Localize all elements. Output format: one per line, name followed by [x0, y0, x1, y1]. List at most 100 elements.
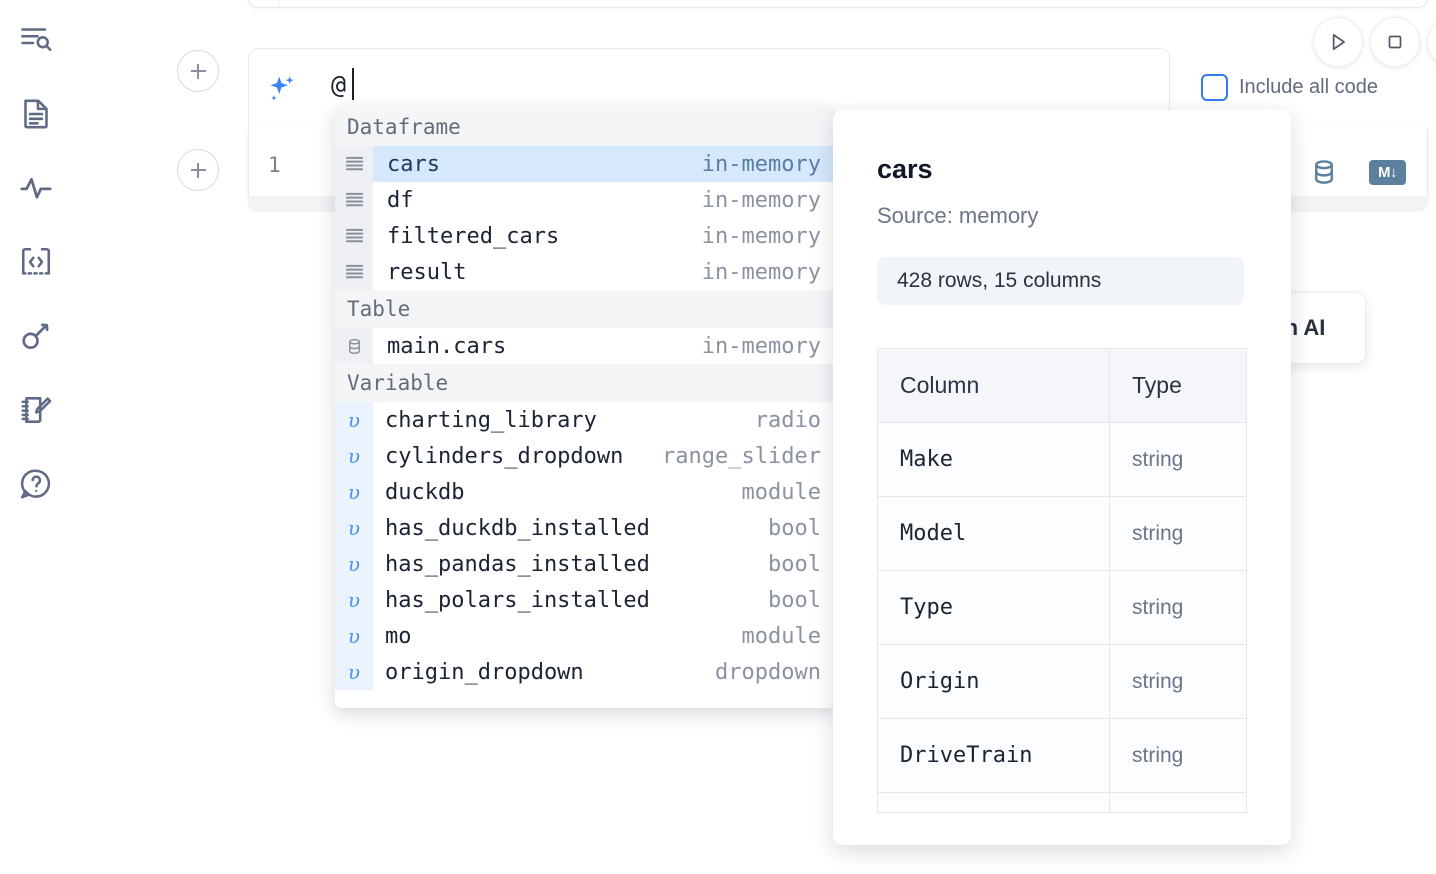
doc-column-type: string: [1109, 496, 1247, 571]
autocomplete-item-name: duckdb: [385, 479, 465, 505]
text-caret: [352, 68, 354, 100]
add-cell-button-bottom[interactable]: [177, 149, 219, 191]
autocomplete-item-name: origin_dropdown: [385, 659, 584, 685]
doc-schema-row-partial: [877, 792, 1247, 813]
autocomplete-item-name: cylinders_dropdown: [385, 443, 624, 469]
autocomplete-item-name: has_pandas_installed: [385, 551, 650, 577]
autocomplete-group-header: Dataframe: [335, 108, 835, 146]
ai-prompt-input[interactable]: @: [331, 70, 347, 99]
run-button[interactable]: [1313, 17, 1363, 67]
scratchpad-icon[interactable]: [14, 388, 58, 432]
autocomplete-item-name: df: [387, 187, 414, 213]
stop-button[interactable]: [1370, 17, 1420, 67]
include-all-code-checkbox[interactable]: [1201, 74, 1228, 101]
autocomplete-item-name: filtered_cars: [387, 223, 560, 249]
add-cell-button-top[interactable]: [177, 50, 219, 92]
variable-icon: υ: [335, 474, 373, 510]
help-icon[interactable]: [14, 462, 58, 506]
key-icon[interactable]: [14, 314, 58, 358]
doc-column-type: string: [1109, 570, 1247, 645]
autocomplete-item-type: in-memory: [701, 187, 821, 213]
previous-cell-edge: [248, 0, 1428, 8]
autocomplete-item[interactable]: main.cars in-memory: [335, 328, 835, 364]
autocomplete-group-header: Table: [335, 290, 835, 328]
dataframe-icon: [335, 218, 373, 254]
autocomplete-item-name: cars: [387, 151, 440, 177]
cell-seam: [278, 0, 279, 8]
activity-icon[interactable]: [14, 166, 58, 210]
variable-icon: υ: [335, 546, 373, 582]
doc-schema-header-cell: Column: [877, 348, 1110, 423]
explore-icon[interactable]: [14, 18, 58, 62]
file-icon[interactable]: [14, 92, 58, 136]
markdown-icon[interactable]: M↓: [1369, 159, 1406, 185]
doc-column-type: [1109, 792, 1247, 813]
doc-column-name: [877, 792, 1110, 813]
sparkles-icon: [265, 72, 299, 106]
database-icon[interactable]: [1309, 157, 1339, 187]
cell-toolbar: M↓: [1309, 157, 1406, 187]
doc-column-type: string: [1109, 422, 1247, 497]
autocomplete-item-type: in-memory: [701, 223, 821, 249]
autocomplete-item[interactable]: df in-memory: [335, 182, 835, 218]
autocomplete-item[interactable]: filtered_cars in-memory: [335, 218, 835, 254]
autocomplete-item[interactable]: cars in-memory: [335, 146, 835, 182]
doc-source: Source: memory: [877, 203, 1039, 228]
autocomplete-item-name: has_polars_installed: [385, 587, 650, 613]
doc-column-name: Origin: [877, 644, 1110, 719]
variable-icon: υ: [335, 438, 373, 474]
documentation-panel: cars Source: memory 428 rows, 15 columns…: [833, 110, 1291, 845]
variable-icon: υ: [335, 618, 373, 654]
include-all-code-row[interactable]: Include all code: [1201, 74, 1378, 101]
variable-icon: υ: [335, 510, 373, 546]
autocomplete-item[interactable]: υ charting_library radio: [335, 402, 835, 438]
doc-column-name: Model: [877, 496, 1110, 571]
autocomplete-item-type: bool: [768, 515, 821, 541]
autocomplete-item-name: result: [387, 259, 467, 285]
autocomplete-item-type: radio: [754, 407, 821, 433]
autocomplete-item-type: in-memory: [701, 333, 821, 359]
autocomplete-item-name: main.cars: [387, 333, 507, 359]
autocomplete-item-type: module: [741, 479, 821, 505]
include-all-code-label: Include all code: [1239, 76, 1378, 98]
autocomplete-group-header: Variable: [335, 364, 835, 402]
code-icon[interactable]: [14, 240, 58, 284]
autocomplete-item[interactable]: result in-memory: [335, 254, 835, 290]
doc-column-name: Type: [877, 570, 1110, 645]
autocomplete-item[interactable]: υ has_polars_installed bool: [335, 582, 835, 618]
autocomplete-item-type: module: [741, 623, 821, 649]
doc-title: cars: [877, 154, 933, 184]
autocomplete-item-name: mo: [385, 623, 412, 649]
variable-icon: υ: [335, 582, 373, 618]
autocomplete-item-type: in-memory: [701, 259, 821, 285]
autocomplete-item-type: bool: [768, 587, 821, 613]
variable-icon: υ: [335, 402, 373, 438]
database-icon: [335, 328, 373, 364]
dataframe-icon: [335, 254, 373, 290]
autocomplete-item-type: in-memory: [701, 151, 821, 177]
markdown-badge-label: M↓: [1369, 159, 1406, 185]
dataframe-icon: [335, 146, 373, 182]
doc-column-type: string: [1109, 644, 1247, 719]
doc-schema-header-cell: Type: [1109, 348, 1247, 423]
doc-column-type: string: [1109, 718, 1247, 793]
variable-icon: υ: [335, 654, 373, 690]
autocomplete-item-name: charting_library: [385, 407, 597, 433]
doc-shape-badge: 428 rows, 15 columns: [877, 257, 1244, 305]
